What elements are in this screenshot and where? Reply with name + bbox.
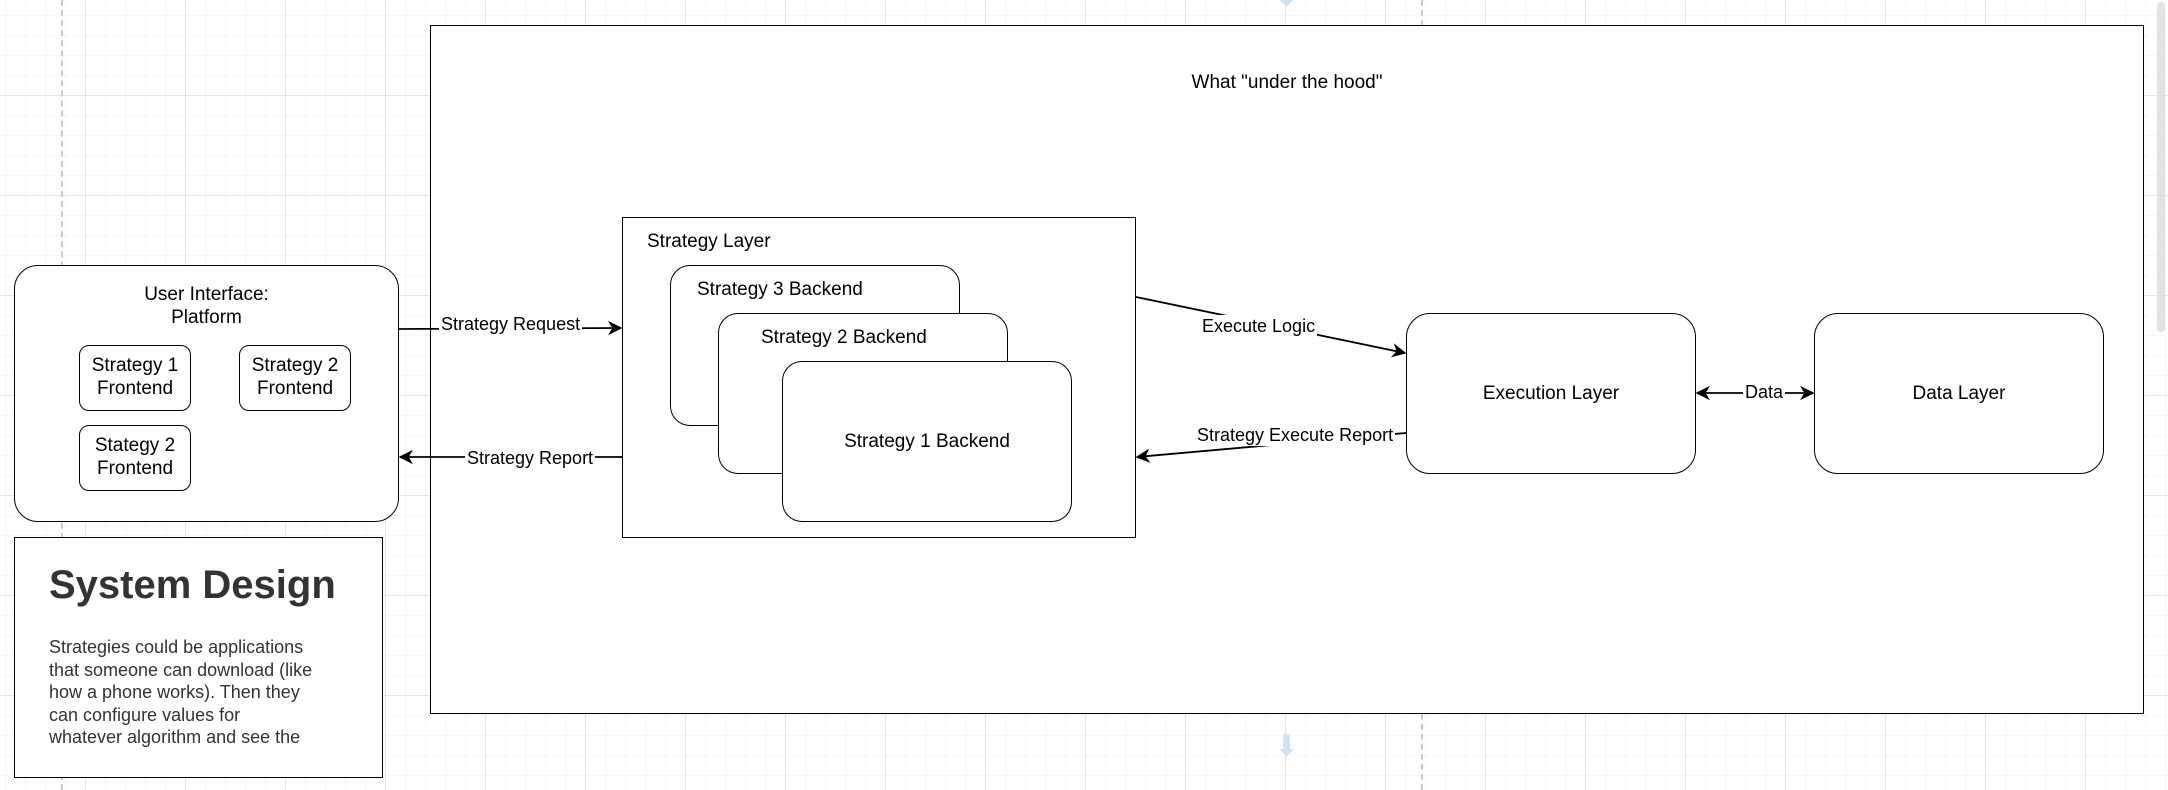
strategy-1-frontend-label: Strategy 1 Frontend [91, 355, 179, 399]
strategy-2-frontend[interactable]: Strategy 2 Frontend [239, 345, 351, 411]
execution-layer-label: Execution Layer [1482, 383, 1620, 404]
stategy-2-frontend-duplicate-label: Stategy 2 Frontend [94, 435, 176, 479]
edge-label-strategy-execute-report: Strategy Execute Report [1195, 424, 1396, 446]
under-the-hood-title: What "under the hood" [1191, 72, 1383, 93]
edge-label-data: Data [1743, 381, 1786, 403]
strategy-1-frontend[interactable]: Strategy 1 Frontend [79, 345, 191, 411]
data-layer-label: Data Layer [1912, 383, 2006, 404]
strategy-layer-title: Strategy Layer [647, 231, 771, 252]
strategy-2-backend-label: Strategy 2 Backend [761, 327, 927, 348]
note-title: System Design [49, 563, 336, 607]
stategy-2-frontend-duplicate[interactable]: Stategy 2 Frontend [79, 425, 191, 491]
vertical-scrollbar[interactable] [2154, 0, 2168, 790]
strategy-3-backend-label: Strategy 3 Backend [697, 279, 863, 300]
execution-layer[interactable]: Execution Layer [1406, 313, 1696, 474]
edge-label-execute-logic: Execute Logic [1200, 315, 1318, 337]
scrollbar-thumb[interactable] [2157, 2, 2165, 332]
strategy-1-backend-label: Strategy 1 Backend [844, 431, 1010, 452]
note-body: Strategies could be applications that so… [49, 637, 313, 747]
strategy-2-frontend-label: Strategy 2 Frontend [251, 355, 339, 399]
expand-arrow-top-icon[interactable]: ⬇ [1274, 0, 1299, 12]
edge-label-strategy-request: Strategy Request [439, 313, 583, 335]
system-design-note[interactable]: System Design Strategies could be applic… [14, 537, 383, 778]
edge-label-strategy-report: Strategy Report [465, 447, 596, 469]
user-interface-title: User Interface: Platform [144, 284, 269, 328]
user-interface-platform[interactable]: User Interface: Platform Strategy 1 Fron… [14, 265, 399, 522]
strategy-1-backend[interactable]: Strategy 1 Backend [782, 361, 1072, 522]
data-layer[interactable]: Data Layer [1814, 313, 2104, 474]
expand-arrow-bottom-icon[interactable]: ⬇ [1274, 730, 1300, 763]
